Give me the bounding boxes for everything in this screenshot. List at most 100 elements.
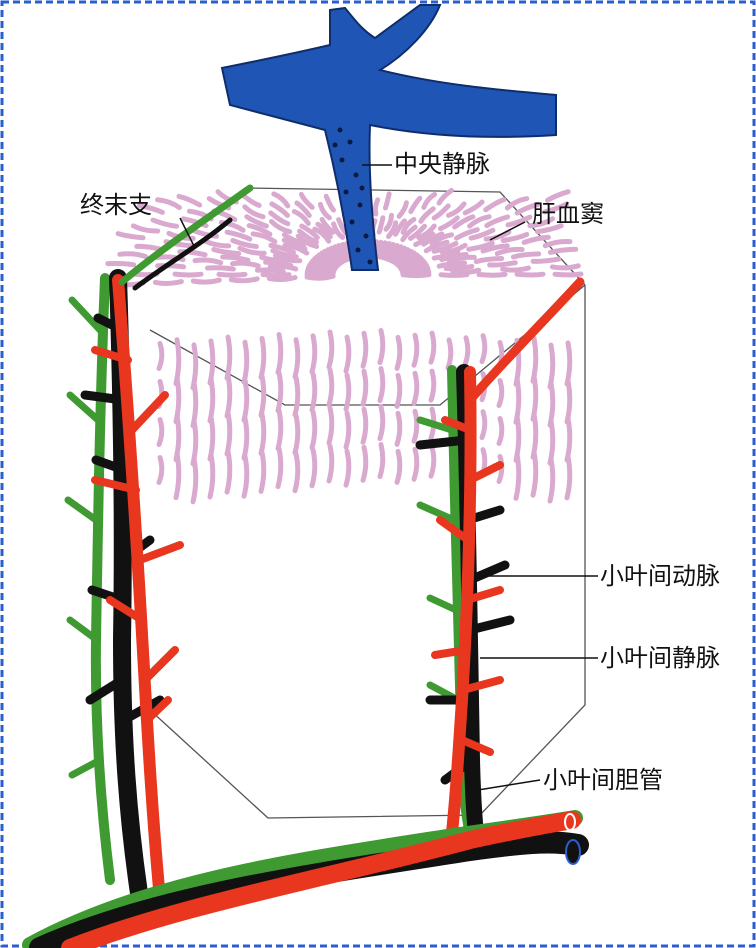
sinusoid-segment bbox=[137, 246, 162, 249]
sinusoid-segment bbox=[567, 457, 570, 498]
sinusoid-segment bbox=[179, 196, 200, 205]
sinusoid-segment bbox=[449, 204, 465, 216]
sinusoid-segment bbox=[240, 248, 264, 253]
sinusoid-segment bbox=[233, 241, 257, 247]
sinusoid-segment bbox=[363, 371, 366, 404]
sinusoid-segment bbox=[278, 335, 281, 373]
sinusoid-segment bbox=[159, 344, 162, 369]
sinusoid-segment bbox=[476, 259, 501, 262]
sinusoid-segment bbox=[363, 409, 366, 442]
sinusoid-segment bbox=[552, 266, 578, 268]
sinusoid-segment bbox=[227, 337, 230, 378]
sinusoid-segment bbox=[380, 369, 383, 401]
sinusoid-segment bbox=[244, 418, 247, 458]
sinusoid-segment bbox=[118, 234, 143, 238]
sinusoid-segment bbox=[421, 209, 433, 222]
sinusoid-segment bbox=[431, 447, 434, 476]
label-terminal-branch: 终末支 bbox=[80, 191, 152, 219]
sinusoid-segment bbox=[397, 413, 400, 444]
sinusoid-segment bbox=[227, 375, 230, 416]
sinusoid-segment bbox=[227, 232, 250, 239]
sinusoid-segment bbox=[176, 454, 179, 498]
sinusoid-segment bbox=[231, 279, 257, 281]
sinusoid-segment bbox=[431, 333, 434, 362]
sinusoid-segment bbox=[227, 413, 230, 454]
sinusoid-segment bbox=[329, 408, 332, 443]
sinusoid-segment bbox=[545, 241, 570, 245]
sinusoid-segment bbox=[261, 414, 264, 453]
sinusoid-segment bbox=[482, 336, 485, 362]
sinusoid-segment bbox=[159, 420, 162, 445]
sinusoid-segment bbox=[208, 268, 234, 269]
label-hepatic-sinusoid: 肝血窦 bbox=[532, 200, 604, 228]
sinusoid-segment bbox=[403, 275, 429, 276]
sinusoid-segment bbox=[312, 374, 315, 410]
sinusoid-segment bbox=[497, 249, 522, 253]
sinusoid-segment bbox=[329, 332, 332, 367]
sinusoid-segment bbox=[453, 270, 479, 272]
sinusoid-segment bbox=[411, 198, 420, 211]
sinusoid-segment bbox=[346, 375, 349, 409]
sinusoid-segment bbox=[517, 274, 543, 275]
sinusoid-segment bbox=[479, 274, 505, 275]
sinusoid-segment bbox=[499, 419, 502, 444]
sinusoid-segment bbox=[486, 200, 504, 210]
sinusoid-segment bbox=[320, 204, 329, 217]
sinusoid-segment bbox=[414, 449, 417, 479]
sinusoid-segment bbox=[312, 336, 315, 372]
sinusoid-segment bbox=[567, 381, 570, 422]
sinusoid-segment bbox=[175, 274, 201, 275]
sinusoid-segment bbox=[244, 342, 247, 382]
sinusoid-segment bbox=[227, 451, 230, 492]
sinusoid-segment bbox=[465, 202, 482, 213]
sinusoid-segment bbox=[244, 380, 247, 420]
sinusoid-segment bbox=[533, 452, 536, 495]
sinusoid-segment bbox=[261, 338, 264, 377]
sinusoid-segment bbox=[278, 449, 281, 487]
sinusoid-segment bbox=[424, 194, 435, 207]
sinusoid-segment bbox=[329, 370, 332, 405]
sinusoid-segment bbox=[278, 373, 281, 411]
sinusoid-segment bbox=[375, 200, 377, 214]
sinusoid-segment bbox=[133, 226, 157, 231]
sinusoid-segment bbox=[448, 340, 451, 368]
sinusoid-segment bbox=[295, 454, 298, 491]
sinusoid-segment bbox=[158, 200, 180, 208]
sinusoid-segment bbox=[439, 190, 451, 203]
left-portal-triad bbox=[68, 188, 250, 900]
sinusoid-segment bbox=[219, 274, 245, 275]
sinusoid-segment bbox=[516, 454, 519, 498]
sinusoid-segment bbox=[233, 263, 259, 266]
sinusoid-segment bbox=[431, 371, 434, 400]
sinusoid-segment bbox=[193, 459, 196, 502]
sinusoid-segment bbox=[490, 263, 516, 265]
sinusoid-segment bbox=[533, 259, 559, 261]
sinusoid-segment bbox=[555, 274, 581, 275]
sinusoid-segment bbox=[210, 455, 213, 497]
sinusoid-segment bbox=[550, 459, 553, 501]
right-portal-triad bbox=[420, 282, 580, 850]
sinusoid-segment bbox=[257, 270, 283, 271]
sinusoid-segment bbox=[261, 452, 264, 491]
sinusoid-segment bbox=[397, 451, 400, 482]
sinusoid-segment bbox=[386, 215, 392, 229]
sinusoid-segment bbox=[508, 217, 530, 225]
artery-cross-section bbox=[565, 814, 575, 830]
sinusoid-segment bbox=[269, 278, 295, 280]
sinusoid-segment bbox=[385, 194, 389, 208]
sinusoid-segment bbox=[482, 412, 485, 438]
sinusoid-segment bbox=[507, 199, 527, 208]
sinusoid-segment bbox=[397, 337, 400, 368]
sinusoid-segment bbox=[380, 445, 383, 477]
sinusoid-segment bbox=[380, 331, 383, 363]
sinusoid-segment bbox=[379, 218, 383, 232]
sinusoid-segment bbox=[380, 407, 383, 439]
sinusoid-segment bbox=[346, 413, 349, 447]
sinusoid-segment bbox=[346, 451, 349, 485]
sinusoid-segment bbox=[414, 335, 417, 365]
sinusoid-segment bbox=[108, 263, 134, 264]
central-vein bbox=[222, 5, 556, 270]
sinusoid-segment bbox=[312, 412, 315, 448]
vein-cross-section bbox=[566, 840, 580, 864]
